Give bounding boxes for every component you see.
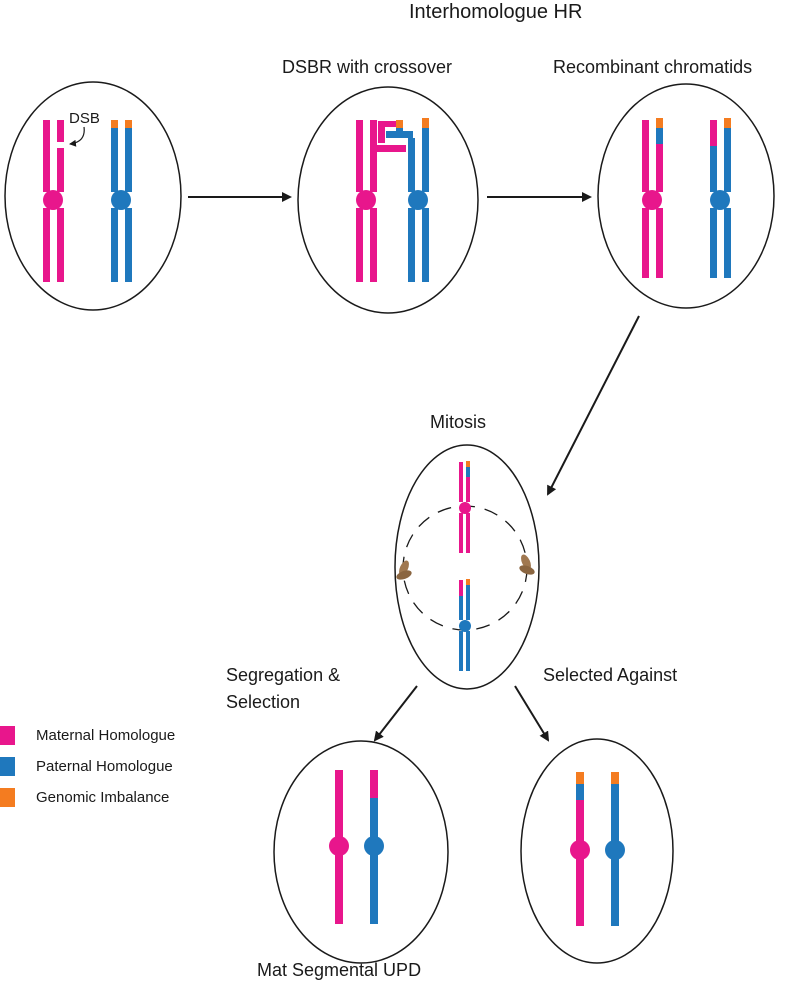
paternal-chromosome: [111, 120, 132, 282]
paternal-recombinant-chromosome: [710, 118, 731, 278]
upd-recombinant-chromosome: [364, 770, 384, 924]
selected-against-label: Selected Against: [543, 665, 678, 685]
stage-dsbr-label: DSBR with crossover: [282, 57, 453, 77]
cell-recombinant: [597, 83, 775, 309]
dsb-pointer-arrow: [69, 126, 85, 147]
arrow-to-right-daughter: [514, 685, 550, 742]
cell-mat-segmental-upd: [273, 740, 449, 964]
mitosis-lower-chromosome: [459, 579, 471, 671]
cell-dsbr: [297, 86, 479, 314]
nuclear-envelope-dashed: [402, 505, 528, 631]
diagram-title: Interhomologue HR: [409, 1, 583, 23]
left-centrosome: [396, 560, 412, 580]
imbalanced-paternal-chromosome: [605, 772, 625, 926]
upd-maternal-chromosome: [329, 770, 349, 924]
arrow-recombinant-to-mitosis: [547, 315, 640, 496]
cell-mitosis: [394, 444, 540, 690]
dsb-label: DSB: [69, 110, 100, 127]
cell-selected-against: [520, 738, 674, 964]
cell-dsb: [4, 81, 182, 311]
mitosis-upper-chromosome: [459, 461, 471, 553]
maternal-chromosome-invading: [356, 120, 406, 282]
maternal-swatch: [0, 726, 15, 745]
paternal-swatch: [0, 757, 15, 776]
paternal-chromosome-invading: [386, 118, 429, 282]
legend-label: Paternal Homologue: [36, 758, 173, 775]
maternal-recombinant-chromosome: [642, 118, 663, 278]
arrow-to-left-daughter: [373, 685, 418, 742]
imbalance-swatch: [0, 788, 15, 807]
stage-recombinant-label: Recombinant chromatids: [553, 57, 753, 77]
stage-mitosis-label: Mitosis: [430, 412, 487, 432]
imbalanced-maternal-chromosome: [570, 772, 590, 926]
maternal-chromosome-with-break: [43, 120, 64, 282]
legend-label: Maternal Homologue: [36, 727, 176, 744]
segregation-label-line1: Segregation &: [226, 665, 341, 685]
right-centrosome: [519, 554, 535, 575]
legend-label: Genomic Imbalance: [36, 789, 170, 806]
legend: Maternal Homologue Paternal Homologue Ge…: [0, 726, 240, 816]
result-label: Mat Segmental UPD: [257, 960, 422, 980]
segregation-label-line2: Selection: [226, 692, 301, 712]
